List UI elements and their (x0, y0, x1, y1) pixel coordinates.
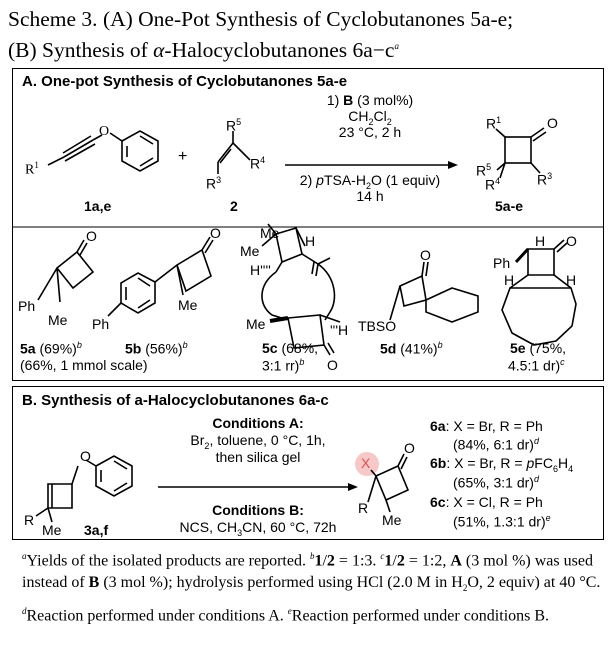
atom-r3: R3 (206, 175, 222, 192)
product-r5: R5 (476, 162, 492, 179)
atom-r1: R1 (25, 160, 39, 178)
structure-5d (389, 261, 479, 323)
condition-a-2: CH2Cl2 (348, 108, 392, 127)
structure-2 (217, 131, 251, 174)
product-r3: R3 (537, 171, 553, 188)
5c-o: O (327, 357, 338, 373)
structure-3af (35, 455, 133, 523)
structure-5e (501, 239, 577, 346)
compound-5e: 5e (75%, (510, 340, 567, 356)
5b-ph: Ph (92, 316, 110, 332)
product-r1: R1 (486, 115, 502, 132)
structure-1ae (47, 130, 159, 172)
conditions-a-1: Br2, toluene, 0 °C, 1h, (190, 432, 326, 451)
atom-o: O (99, 124, 110, 139)
panel-b-title: B. Synthesis of a-Halocyclobutanones 6a-… (22, 392, 329, 409)
5e-o: O (566, 233, 577, 249)
plus-sign: + (178, 148, 188, 165)
conditions-b-1: NCS, CH3CN, 60 °C, 72h (179, 519, 337, 538)
structure-5ae (495, 127, 547, 179)
5c-h-2: H'''' (250, 262, 271, 278)
footnote-marker: a (394, 41, 399, 51)
condition-a-4: 2) pTSA-H2O (1 equiv) (299, 172, 441, 191)
footnote-e: Reaction performed under conditions B. (291, 606, 550, 624)
condition-a-1: 1) B (3 mol%) (326, 92, 414, 108)
reactant-1-label: 1a,e (84, 198, 112, 214)
product-6-r: R (358, 500, 369, 516)
panel-a-title: A. One-pot Synthesis of Cyclobutanones 5… (22, 73, 348, 90)
atom-r5: R5 (226, 117, 242, 134)
reactant-3af-label: 3a,f (84, 522, 109, 538)
compound-5d: 5d (41%)b (380, 340, 443, 357)
result-6c-detail: (51%, 1.3:1 dr)e (453, 513, 551, 530)
product-6-o: O (404, 440, 415, 456)
5b-me: Me (178, 297, 198, 313)
scheme-title-line2: (B) Synthesis of (8, 38, 154, 63)
5d-tbso: TBSO (358, 318, 397, 334)
5e-h-top: H (535, 233, 546, 249)
atom-r4: R4 (250, 155, 266, 172)
5a-o: O (86, 228, 97, 244)
5a-ph: Ph (18, 298, 36, 314)
5a-me: Me (48, 312, 68, 328)
compound-5a-extra: (66%, 1 mmol scale) (20, 357, 148, 373)
result-6a: 6a: X = Br, R = Ph (430, 418, 543, 434)
5c-me-2: Me (240, 243, 260, 259)
5c-h-1: H (305, 233, 316, 249)
product-x: X (361, 455, 371, 471)
3af-r: R (24, 512, 35, 528)
3af-me: Me (42, 522, 62, 538)
product-r4: R4 (485, 176, 501, 193)
result-6b: 6b: X = Br, R = pFC6H4 (430, 455, 574, 474)
5b-o: O (210, 225, 221, 241)
conditions-b-title: Conditions B: (212, 502, 304, 518)
scheme-title: Scheme 3. (A) One-Pot Synthesis of Cyclo… (8, 6, 513, 64)
5d-o: O (420, 247, 431, 263)
5c-me-1: Me (260, 225, 280, 241)
structure-5b (107, 236, 214, 317)
conditions-a-title: Conditions A: (212, 415, 304, 431)
5e-h-left: H (504, 272, 515, 288)
compound-5c: 5c (68%, (262, 340, 319, 356)
scheme-title-line1: (A) One-Pot Synthesis of Cyclobutanones … (102, 7, 514, 31)
product-6-me: Me (382, 512, 402, 528)
5c-me-3: Me (246, 316, 266, 332)
footnote-d: Reaction performed under conditions A. (26, 606, 284, 624)
scheme-title-line2-rest: -Halocyclobutanones 6a−c (164, 38, 395, 63)
result-6a-detail: (84%, 6:1 dr)d (453, 436, 539, 453)
product-o: O (547, 115, 558, 131)
product-label: 5a-e (495, 198, 524, 214)
panel-b (12, 386, 604, 540)
result-6b-detail: (65%, 3:1 dr)d (453, 474, 539, 491)
footnotes: aYields of the isolated products are rep… (22, 551, 601, 624)
condition-a-5: 14 h (356, 188, 384, 204)
reactant-2-label: 2 (230, 198, 238, 214)
5c-h-3: '''H (330, 322, 349, 338)
alpha-symbol: α (153, 38, 165, 63)
5e-h-right: H (566, 272, 577, 288)
footnote-a: Yields of the isolated products are repo… (26, 552, 306, 570)
compound-5c-extra: 3:1 rr)b (262, 357, 305, 374)
structure-5a (37, 239, 95, 303)
compound-5b: 5b (56%)b (125, 340, 188, 357)
3af-o: O (80, 448, 91, 464)
structure-5c (261, 223, 341, 356)
scheme-label: Scheme 3. (8, 7, 98, 31)
result-6c: 6c: X = Cl, R = Ph (430, 494, 543, 510)
compound-5e-extra: 4.5:1 dr)c (508, 357, 565, 374)
conditions-a-2: then silica gel (215, 449, 301, 465)
structure-6 (355, 452, 410, 513)
condition-a-3: 23 °C, 2 h (338, 124, 402, 140)
compound-5a: 5a (69%)b (20, 340, 82, 357)
5e-ph: Ph (493, 255, 511, 271)
panel-a (12, 68, 604, 381)
